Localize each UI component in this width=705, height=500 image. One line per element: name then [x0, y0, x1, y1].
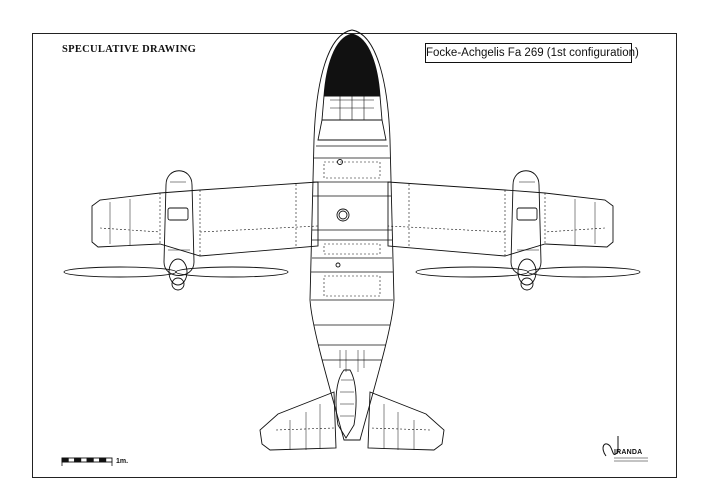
main-wing	[91, 181, 614, 257]
right-engine-nacelle	[415, 170, 641, 291]
scale-bar	[61, 457, 113, 466]
artist-logo-text: IRANDA	[614, 449, 643, 456]
scale-label: 1m.	[116, 458, 129, 465]
signature-logo-icon	[602, 436, 648, 462]
aircraft-title-box: Focke-Achgelis Fa 269 (1st configuration…	[425, 43, 639, 63]
tailplane	[259, 391, 445, 451]
left-engine-nacelle	[63, 170, 289, 291]
fuselage	[309, 29, 395, 441]
speculative-drawing-label: SPECULATIVE DRAWING	[62, 44, 197, 55]
drawing-frame	[32, 33, 677, 478]
